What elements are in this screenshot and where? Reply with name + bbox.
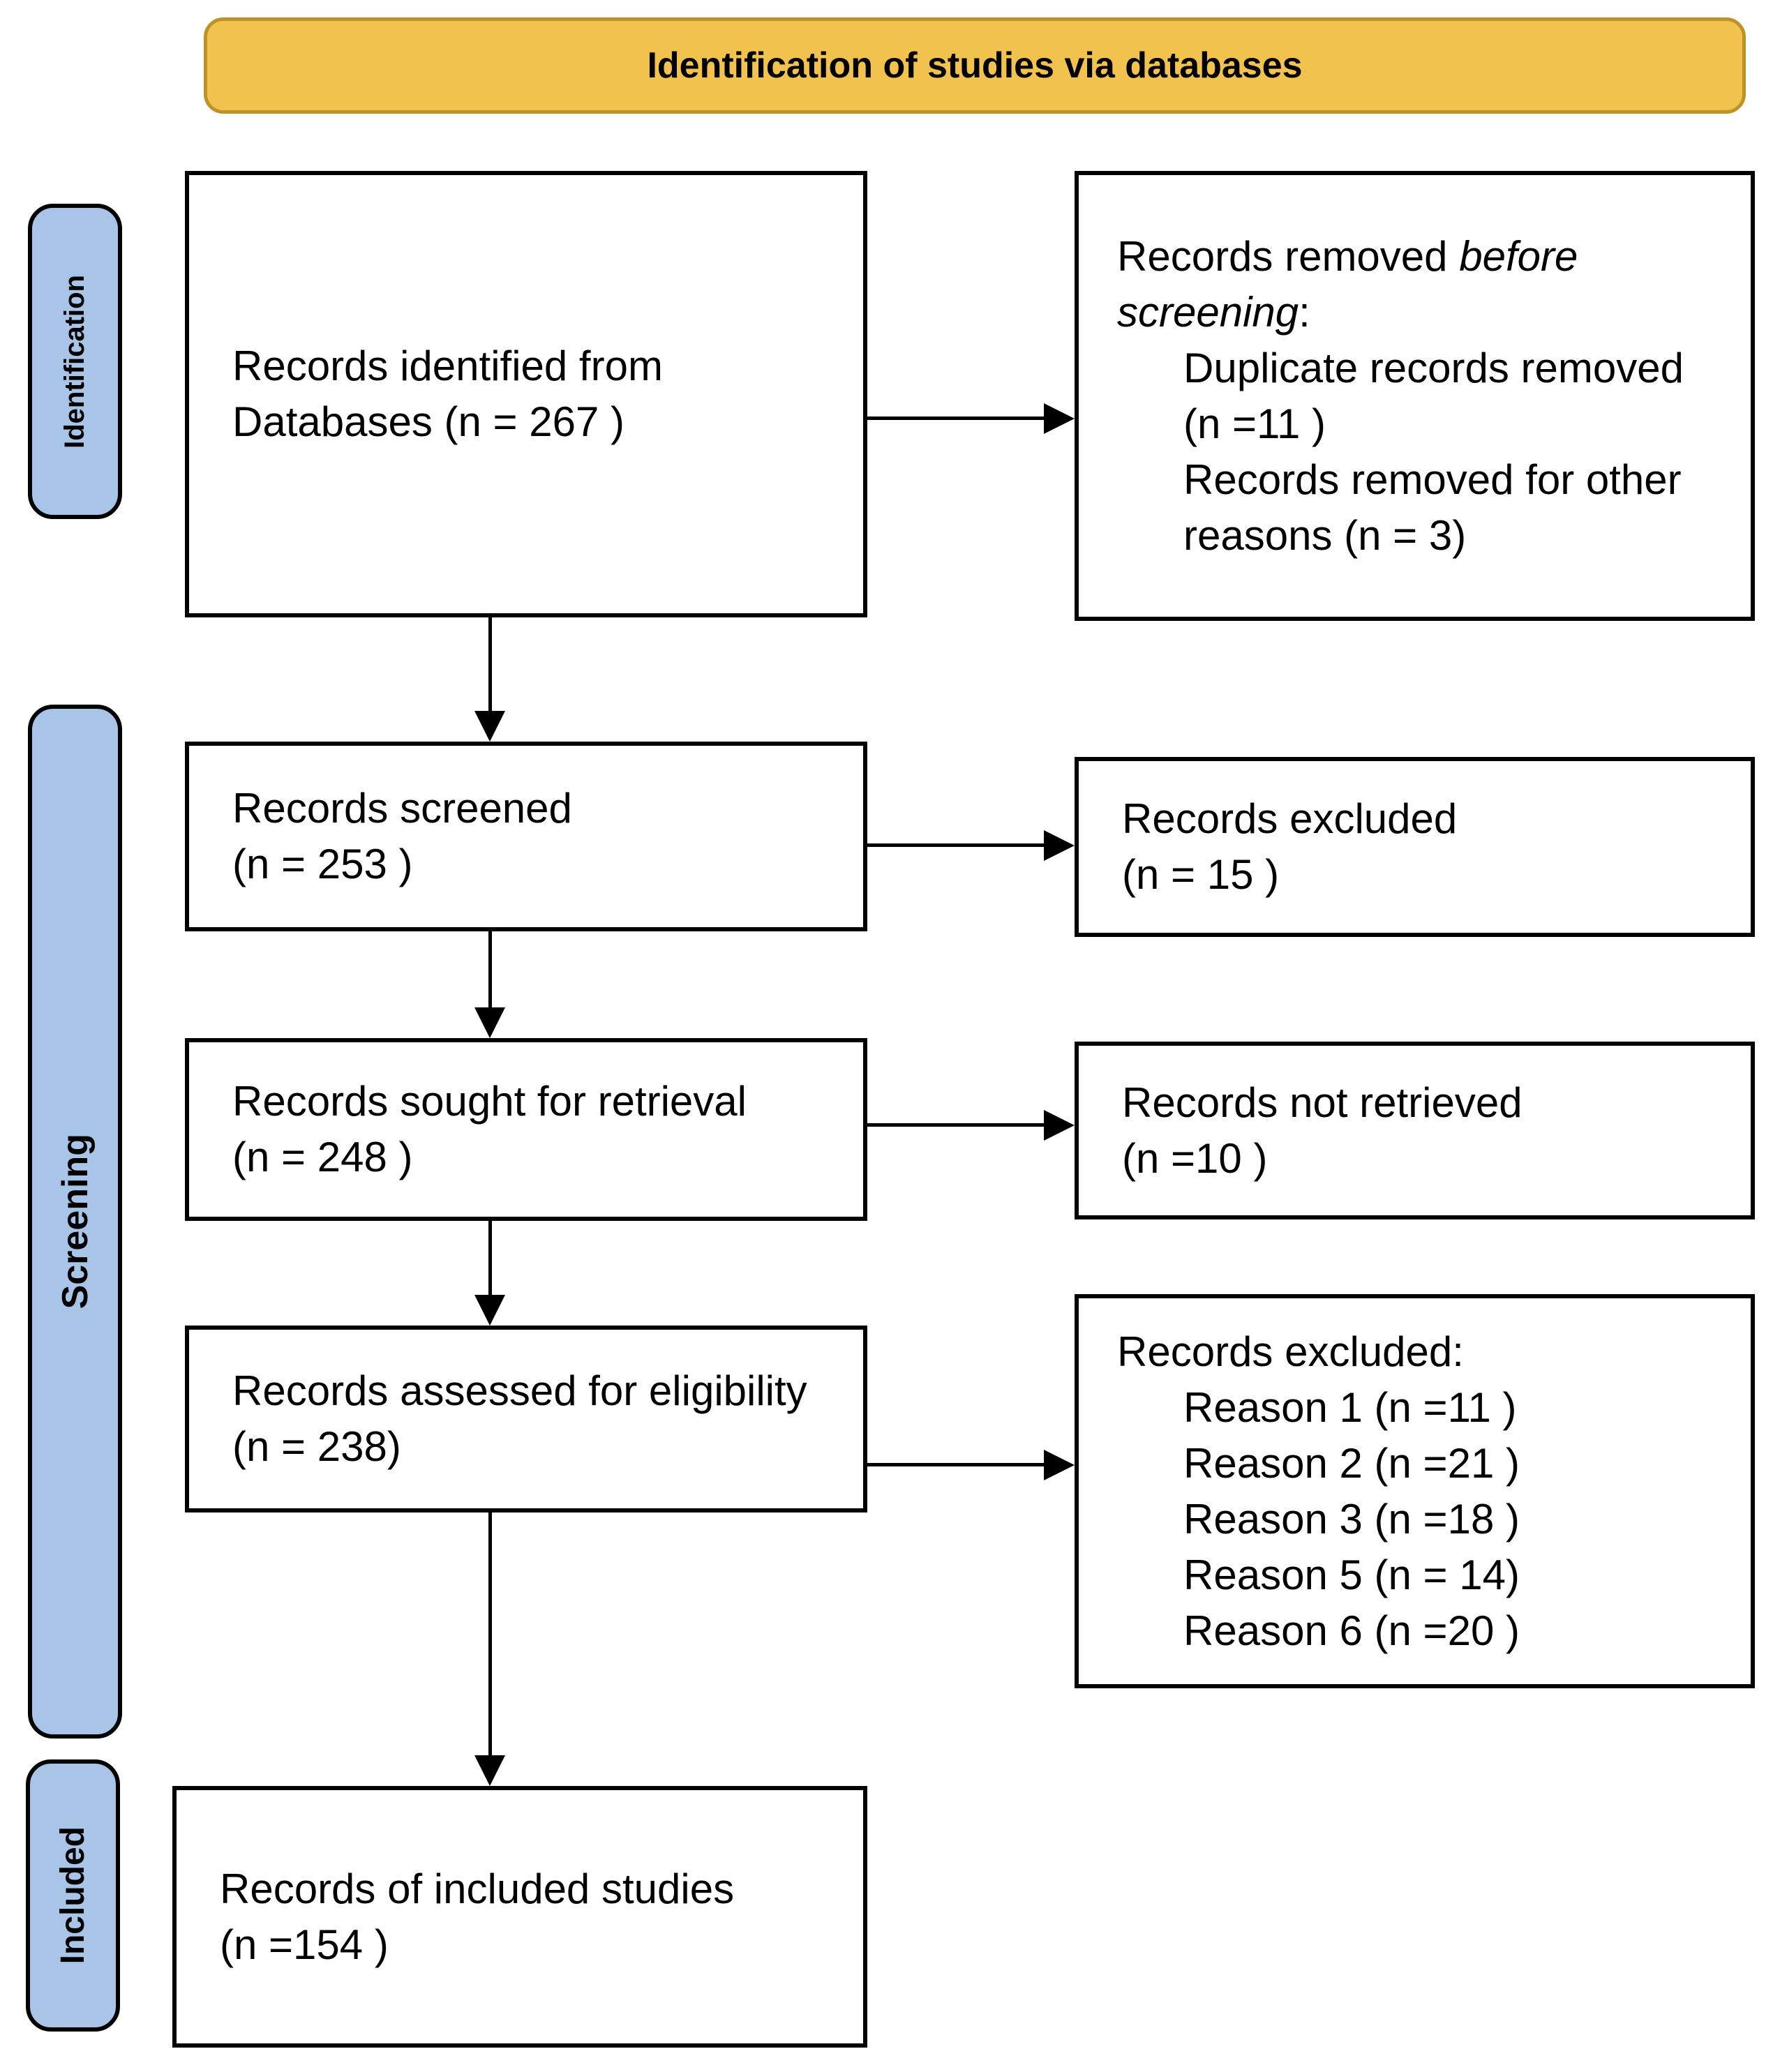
box-text-line: Records assessed for eligibility	[232, 1367, 807, 1414]
arrowhead-down-icon	[474, 1755, 505, 1786]
stage-label-identification-text: Identification	[59, 274, 90, 449]
box-text-line: Databases (n = 267 )	[232, 398, 625, 445]
title-banner: Identification of studies via databases	[204, 17, 1746, 114]
arrow-sought-to-notretrieved-line	[867, 1123, 1044, 1127]
arrow-identified-to-screened-line	[488, 617, 492, 711]
box-text-line: Records of included studies	[220, 1865, 735, 1912]
box-text-line: Reason 6 (n =20 )	[1183, 1607, 1520, 1654]
records-screened-box: Records screened (n = 253 )	[185, 742, 867, 931]
box-text-line: Records removed for other	[1183, 456, 1682, 503]
box-text-line: (n = 253 )	[232, 841, 413, 887]
arrow-assessed-to-included-line	[488, 1512, 492, 1755]
box-text-line: Records not retrieved	[1122, 1079, 1523, 1126]
records-removed-before-screening-box: Records removed before screening: Duplic…	[1075, 171, 1755, 621]
box-text-line: screening:	[1117, 288, 1310, 336]
box-text-line: Reason 2 (n =21 )	[1183, 1439, 1520, 1487]
stage-label-screening-text: Screening	[54, 1134, 96, 1309]
box-text-line: (n =11 )	[1183, 400, 1326, 447]
arrowhead-right-icon	[1044, 403, 1075, 434]
arrowhead-right-icon	[1044, 1450, 1075, 1480]
box-text-line: (n = 238)	[232, 1423, 401, 1470]
box-text-line: Reason 1 (n =11 )	[1183, 1383, 1517, 1431]
arrowhead-down-icon	[474, 711, 505, 742]
box-text-line: (n = 15 )	[1122, 851, 1280, 898]
box-text-line: Duplicate records removed	[1183, 344, 1684, 391]
box-text-line: Records excluded:	[1117, 1328, 1464, 1375]
stage-label-identification: Identification	[28, 204, 122, 519]
arrowhead-right-icon	[1044, 830, 1075, 861]
records-identified-box: Records identified from Databases (n = 2…	[185, 171, 867, 617]
arrowhead-down-icon	[474, 1007, 505, 1038]
box-text-line: reasons (n = 3)	[1183, 511, 1467, 559]
records-included-studies-box: Records of included studies (n =154 )	[172, 1786, 867, 2048]
arrowhead-right-icon	[1044, 1110, 1075, 1141]
records-excluded-box: Records excluded (n = 15 )	[1075, 757, 1755, 937]
box-text-line: Reason 3 (n =18 )	[1183, 1495, 1520, 1542]
arrow-sought-to-assessed-line	[488, 1221, 492, 1295]
arrowhead-down-icon	[474, 1295, 505, 1326]
box-text-line: Records removed before	[1117, 232, 1578, 280]
arrow-screened-to-excluded-line	[867, 843, 1044, 847]
records-sought-retrieval-box: Records sought for retrieval (n = 248 )	[185, 1038, 867, 1221]
stage-label-included-text: Included	[54, 1826, 91, 1965]
arrow-identified-to-removed-line	[867, 416, 1044, 420]
records-not-retrieved-box: Records not retrieved (n =10 )	[1075, 1042, 1755, 1219]
records-excluded-reasons-box: Records excluded: Reason 1 (n =11 ) Reas…	[1075, 1294, 1755, 1688]
box-text-line: (n =10 )	[1122, 1134, 1268, 1182]
box-text-line: Records excluded	[1122, 795, 1458, 842]
box-text-line: Records sought for retrieval	[232, 1078, 747, 1125]
box-text-line: Records screened	[232, 785, 572, 832]
title-banner-label: Identification of studies via databases	[647, 45, 1303, 86]
arrow-assessed-to-reasons-line	[867, 1463, 1044, 1466]
stage-label-screening: Screening	[28, 705, 122, 1739]
arrow-screened-to-sought-line	[488, 931, 492, 1007]
stage-label-included: Included	[26, 1759, 120, 2032]
records-assessed-eligibility-box: Records assessed for eligibility (n = 23…	[185, 1326, 867, 1512]
box-text-line: Records identified from	[232, 343, 663, 389]
box-text-line: (n = 248 )	[232, 1134, 413, 1180]
box-text-line: Reason 5 (n = 14)	[1183, 1551, 1520, 1598]
box-text-line: (n =154 )	[220, 1921, 389, 1968]
